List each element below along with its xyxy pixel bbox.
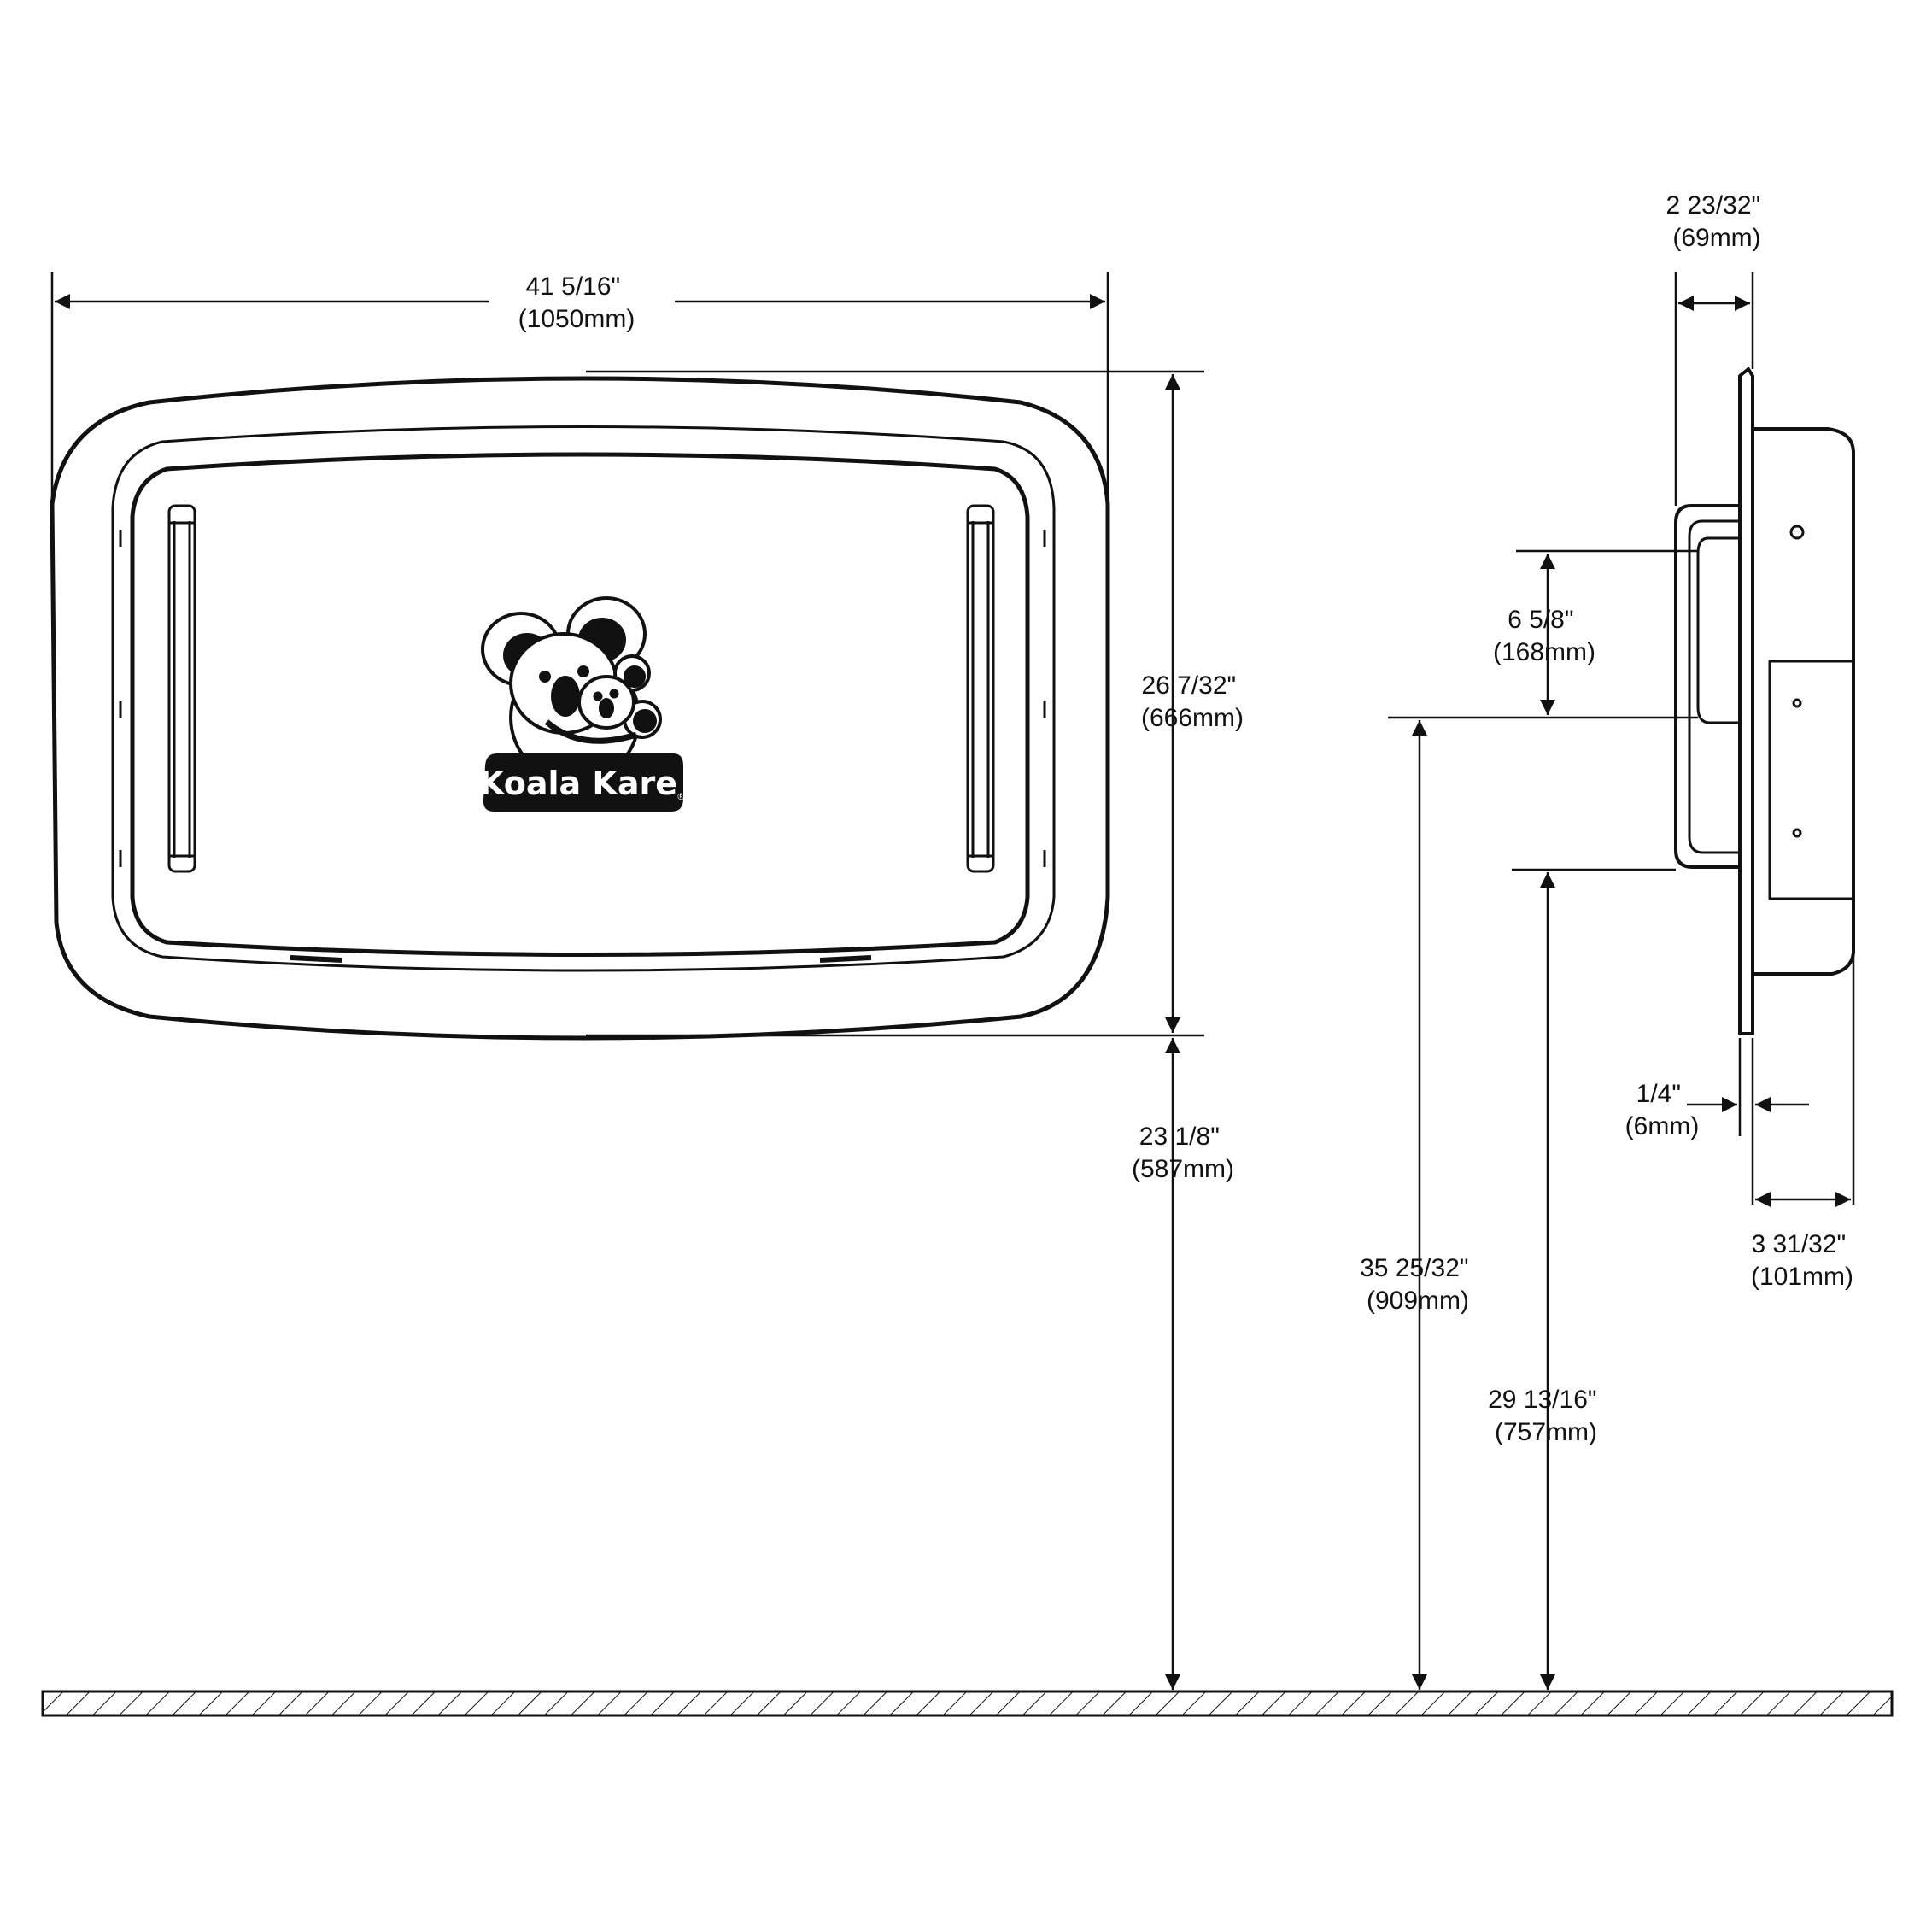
folded-tray-profile: [1674, 504, 1740, 869]
brand-wordmark: Koala Kare: [479, 765, 677, 802]
folded-tray-inner: [1688, 519, 1740, 854]
recess-depth-label: 3 31/32" (101mm): [1751, 1230, 1853, 1291]
koala-kare-logo: [481, 596, 683, 812]
mounting-bracket: [1768, 660, 1855, 900]
floor-clearance-label: 23 1/8" (587mm): [1132, 1123, 1234, 1183]
overall-height-label: 26 7/32" (666mm): [1141, 671, 1244, 732]
side-view: [1674, 367, 1855, 1035]
dimension-lines: [50, 272, 1855, 1690]
wall-flange: [1738, 367, 1754, 1035]
screw-hole-top: [1789, 525, 1805, 540]
inner-tray-ring: [111, 425, 1056, 972]
rim-tick-marks: [119, 530, 1046, 867]
recessed-housing: [1753, 427, 1855, 976]
wall-flange-label: 1/4" (6mm): [1625, 1080, 1700, 1140]
handle-bottom-height-label: 29 13/16" (757mm): [1488, 1386, 1604, 1446]
front-view: [50, 376, 1110, 1041]
outer-shell-outline: [50, 376, 1110, 1041]
dimension-labels: 41 5/16" (1050mm) 26 7/32" (666mm) 23 1/…: [518, 191, 1853, 1446]
screw-hole-mid: [1792, 698, 1802, 708]
handle-recess: [1696, 536, 1740, 724]
tray-notch-right: [819, 955, 872, 963]
floor-line: [41, 1690, 1894, 1717]
strap-right: [966, 504, 995, 873]
inner-tray-bed: [130, 452, 1030, 957]
tray-notch-left: [290, 955, 342, 963]
logo-badge: [483, 753, 683, 812]
registered-mark: ®: [676, 791, 686, 802]
handle-span-label: 6 5/8" (168mm): [1493, 606, 1595, 666]
depth-closed-label: 2 23/32" (69mm): [1666, 191, 1767, 252]
handle-top-height-label: 35 25/32" (909mm): [1360, 1254, 1476, 1315]
overall-width-label: 41 5/16" (1050mm): [518, 273, 635, 333]
screw-hole-bottom: [1792, 828, 1802, 838]
strap-left: [167, 504, 196, 873]
